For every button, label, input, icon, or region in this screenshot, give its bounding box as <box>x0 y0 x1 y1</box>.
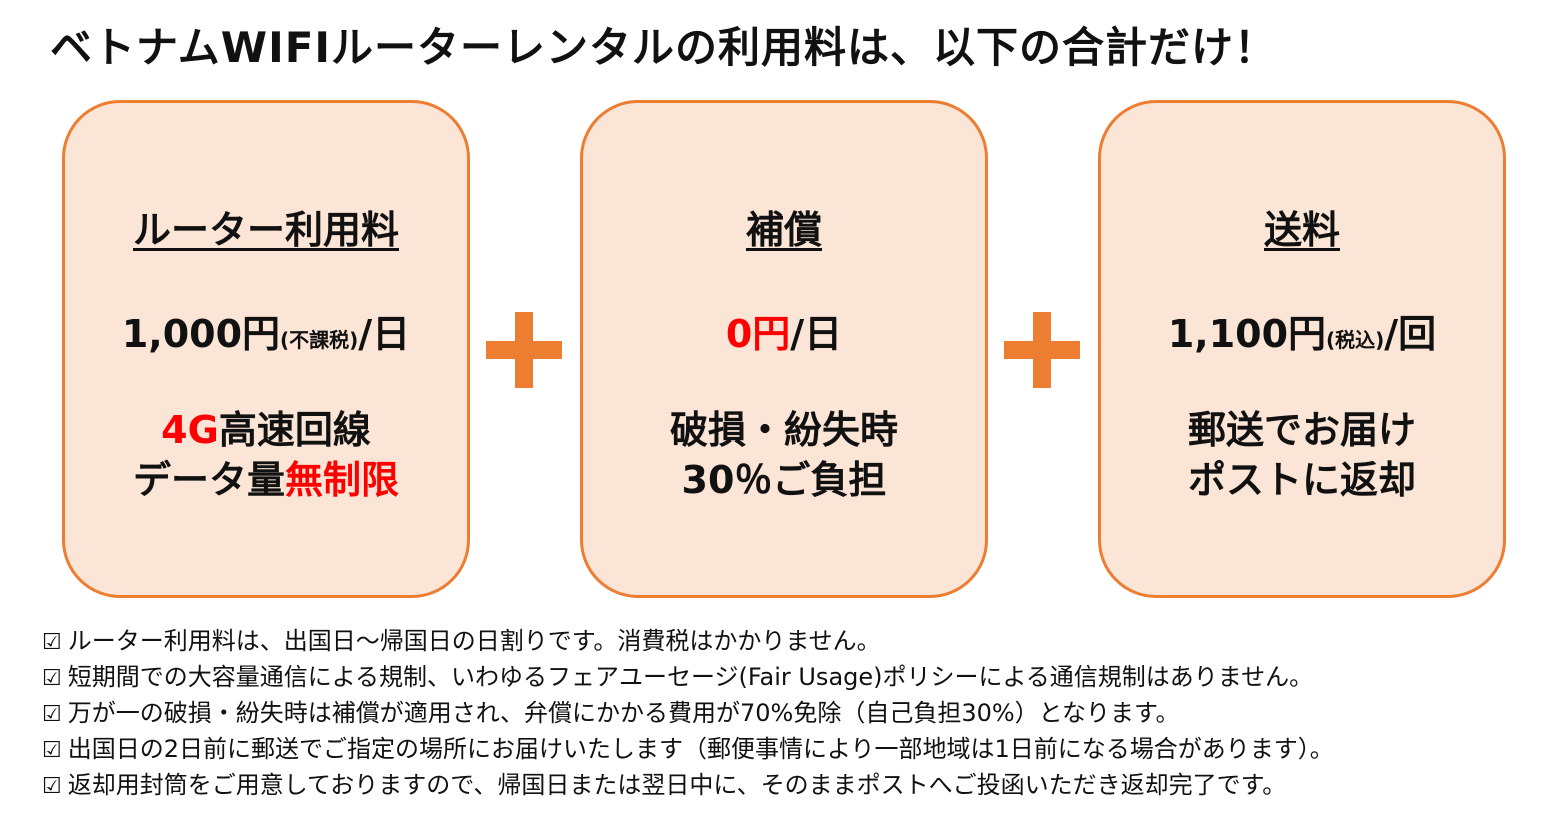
note-text: ルーター利用料は、出国日〜帰国日の日割りです。消費税はかかりません。 <box>67 627 881 655</box>
router-fee-card: ルーター利用料 1,000円(不課税)/日 4G高速回線 データ量無制限 <box>62 100 470 598</box>
price-tax-note: (不課税) <box>280 328 359 352</box>
checkbox-icon: ☑ <box>42 630 62 655</box>
price-unit: /日 <box>790 312 843 356</box>
desc-text: ポストに返却 <box>1187 458 1416 502</box>
desc-text: データ量 <box>132 458 285 502</box>
desc-text: 高速回線 <box>218 408 371 452</box>
card-price: 1,000円(不課税)/日 <box>65 303 467 358</box>
note-text: 短期間での大容量通信による規制、いわゆるフェアユーセージ(Fair Usage)… <box>67 663 1314 691</box>
checkbox-icon: ☑ <box>42 774 62 799</box>
price-amount: 1,100円 <box>1167 312 1327 356</box>
shipping-card: 送料 1,100円(税込)/回 郵送でお届け ポストに返却 <box>1098 100 1506 598</box>
checkbox-icon: ☑ <box>42 702 62 727</box>
note-text: 返却用封筒をご用意しておりますので、帰国日または翌日中に、そのままポストへご投函… <box>67 771 1287 799</box>
checkbox-icon: ☑ <box>42 666 62 691</box>
note-item: ☑短期間での大容量通信による規制、いわゆるフェアユーセージ(Fair Usage… <box>42 660 1334 696</box>
plus-icon <box>486 312 562 388</box>
card-price: 1,100円(税込)/回 <box>1101 303 1503 358</box>
desc-text: 30％ご負担 <box>681 458 887 502</box>
card-description: 郵送でお届け ポストに返却 <box>1101 405 1503 505</box>
note-item: ☑ルーター利用料は、出国日〜帰国日の日割りです。消費税はかかりません。 <box>42 624 1334 660</box>
price-unit: /日 <box>358 312 411 356</box>
note-item: ☑返却用封筒をご用意しておりますので、帰国日または翌日中に、そのままポストへご投… <box>42 768 1334 804</box>
card-description: 4G高速回線 データ量無制限 <box>65 405 467 505</box>
card-title: ルーター利用料 <box>132 208 399 252</box>
highlight-text: 無制限 <box>285 458 400 502</box>
card-title: 送料 <box>1263 208 1340 252</box>
note-item: ☑万が一の破損・紛失時は補償が適用され、弁償にかかる費用が70%免除（自己負担3… <box>42 696 1334 732</box>
card-description: 破損・紛失時 30％ご負担 <box>583 405 985 505</box>
plus-icon <box>1004 312 1080 388</box>
page-title: ベトナムWIFIルーターレンタルの利用料は、以下の合計だけ！ <box>50 23 1278 72</box>
notes-list: ☑ルーター利用料は、出国日〜帰国日の日割りです。消費税はかかりません。 ☑短期間… <box>42 624 1334 804</box>
compensation-card: 補償 0円/日 破損・紛失時 30％ご負担 <box>580 100 988 598</box>
desc-text: 破損・紛失時 <box>669 408 898 452</box>
desc-text: 郵送でお届け <box>1187 408 1416 452</box>
note-text: 万が一の破損・紛失時は補償が適用され、弁償にかかる費用が70%免除（自己負担30… <box>67 699 1180 727</box>
note-text: 出国日の2日前に郵送でご指定の場所にお届けいたします（郵便事情により一部地域は1… <box>67 735 1334 763</box>
highlight-text: 4G <box>161 408 219 452</box>
note-item: ☑出国日の2日前に郵送でご指定の場所にお届けいたします（郵便事情により一部地域は… <box>42 732 1334 768</box>
checkbox-icon: ☑ <box>42 738 62 763</box>
card-title: 補償 <box>745 208 822 252</box>
card-price: 0円/日 <box>583 303 985 358</box>
price-unit: /回 <box>1384 312 1437 356</box>
price-amount: 1,000円 <box>121 312 281 356</box>
price-tax-note: (税込) <box>1326 328 1385 352</box>
price-amount: 0円 <box>725 312 791 356</box>
